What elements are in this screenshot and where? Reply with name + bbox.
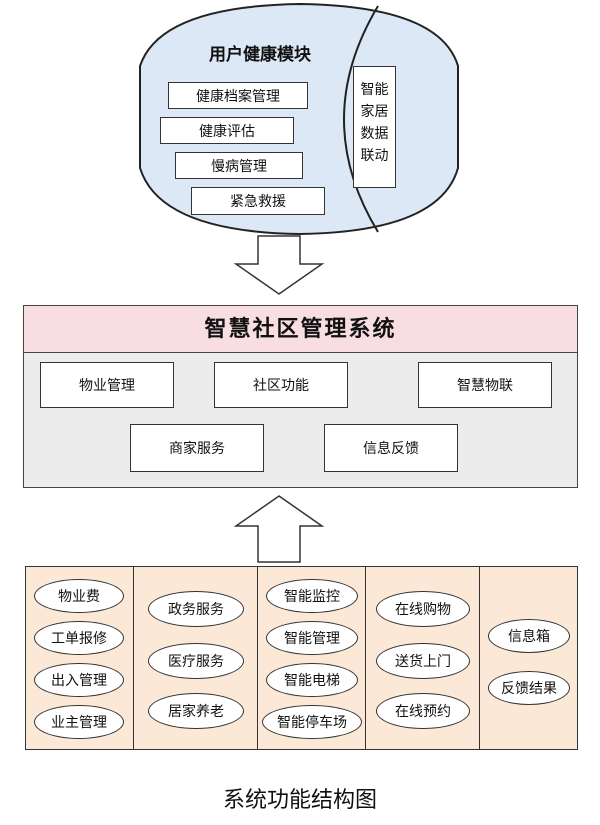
service-pill: 智能电梯 (266, 663, 358, 697)
service-pill: 反馈结果 (488, 671, 570, 705)
service-pill: 居家养老 (148, 693, 244, 729)
service-pill: 物业费 (34, 579, 124, 613)
service-pill: 业主管理 (34, 705, 124, 739)
smart-home-linkage-box: 智能 家居 数据 联动 (353, 66, 396, 188)
side-line: 家居 (360, 104, 389, 120)
service-pill: 智能停车场 (262, 705, 362, 739)
community-function-box: 社区功能 (214, 362, 348, 408)
health-assessment-box: 健康评估 (160, 117, 294, 144)
community-system-box: 智慧社区管理系统 物业管理 社区功能 智慧物联 商家服务 信息反馈 (23, 305, 578, 488)
user-health-module-title: 用户健康模块 (209, 45, 311, 65)
side-line: 联动 (360, 148, 389, 164)
service-pill: 信息箱 (488, 619, 570, 653)
info-feedback-box: 信息反馈 (324, 424, 458, 472)
property-management-box: 物业管理 (40, 362, 174, 408)
chronic-disease-box: 慢病管理 (175, 152, 303, 179)
feedback-column: 信息箱 反馈结果 (480, 567, 578, 749)
system-title: 智慧社区管理系统 (24, 306, 577, 353)
government-column: 政务服务 医疗服务 居家养老 (134, 567, 258, 749)
figure-caption: 系统功能结构图 (222, 788, 377, 813)
service-pill: 在线预约 (376, 693, 470, 729)
service-pill: 在线购物 (376, 591, 470, 627)
smart-column: 智能监控 智能管理 智能电梯 智能停车场 (258, 567, 366, 749)
commerce-column: 在线购物 送货上门 在线预约 (366, 567, 480, 749)
emergency-rescue-box: 紧急救援 (191, 187, 325, 215)
down-arrow-icon (233, 235, 325, 295)
service-pill: 智能监控 (266, 579, 358, 613)
services-table: 物业费 工单报修 出入管理 业主管理 政务服务 医疗服务 居家养老 智能监控 智… (25, 566, 578, 750)
service-pill: 政务服务 (148, 591, 244, 627)
smart-iot-box: 智慧物联 (418, 362, 552, 408)
health-record-box: 健康档案管理 (168, 82, 308, 109)
service-pill: 工单报修 (34, 621, 124, 655)
merchant-service-box: 商家服务 (130, 424, 264, 472)
service-pill: 出入管理 (34, 663, 124, 697)
side-line: 智能 (360, 82, 389, 98)
service-pill: 医疗服务 (148, 643, 244, 679)
service-pill: 智能管理 (266, 621, 358, 655)
up-arrow-icon (233, 495, 325, 563)
service-pill: 送货上门 (376, 643, 470, 679)
property-column: 物业费 工单报修 出入管理 业主管理 (26, 567, 134, 749)
side-line: 数据 (360, 126, 389, 142)
